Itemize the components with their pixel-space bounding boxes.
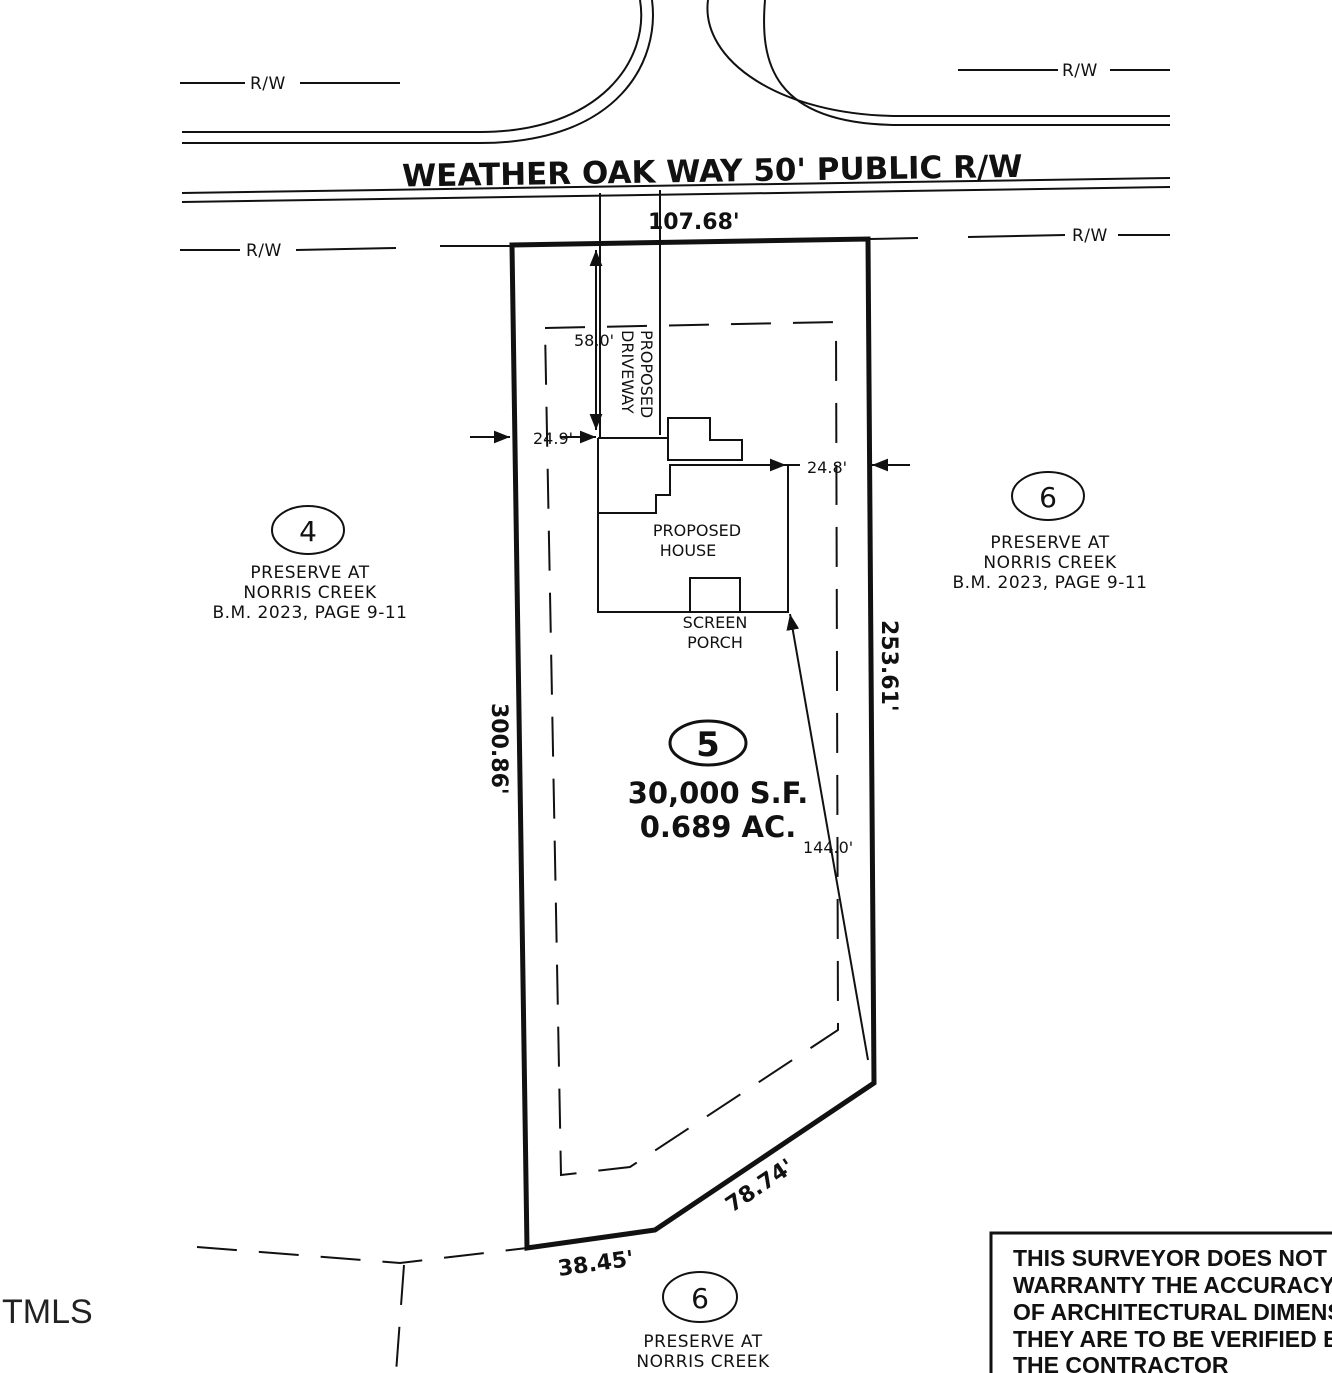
- neighbor-lot-circle: [662, 1271, 738, 1323]
- rw-label: R/W: [246, 241, 282, 261]
- house-label: PROPOSED: [653, 521, 741, 540]
- neighbor-lot-label: PRESERVE AT: [990, 533, 1109, 553]
- neighbor-lot-circle: [271, 505, 345, 555]
- rw-label: R/W: [1062, 61, 1098, 81]
- lot-boundary: [509, 236, 877, 1251]
- dimension-arrows: [470, 250, 910, 1061]
- porch-label: SCREEN: [683, 613, 748, 632]
- rw-label: R/W: [1072, 226, 1108, 246]
- neighbor-lot-label: PRESERVE AT: [250, 563, 369, 583]
- rear-southeast-dimension: 78.74': [721, 1155, 798, 1218]
- intersection-curves: [182, 0, 1170, 144]
- neighbor-lot-label: NORRIS CREEK: [243, 583, 377, 603]
- disclaimer-line: THEY ARE TO BE VERIFIED BY: [1013, 1326, 1332, 1352]
- street-name: WEATHER OAK WAY 50' PUBLIC R/W: [402, 149, 1023, 195]
- east-side-dimension: 253.61': [876, 620, 901, 712]
- disclaimer-line: THE CONTRACTOR: [1013, 1352, 1229, 1373]
- neighbor-lot-number: 6: [1039, 481, 1057, 514]
- rear-setback-dimension: 144.0': [803, 838, 853, 857]
- west-side-dimension: 300.86': [486, 703, 511, 795]
- right-of-way-lines: [180, 69, 1170, 251]
- neighbor-lot-number: 6: [691, 1282, 709, 1315]
- screen-porch: [689, 577, 741, 613]
- driveway-label: DRIVEWAY: [618, 330, 637, 414]
- rw-label: R/W: [250, 74, 286, 94]
- rear-south-dimension: 38.45': [556, 1247, 635, 1282]
- disclaimer-line: WARRANTY THE ACCURACY: [1013, 1272, 1332, 1298]
- neighbor-lot-number: 4: [299, 515, 317, 548]
- neighbor-lot-label: PRESERVE AT: [643, 1332, 762, 1352]
- mls-watermark: TMLS: [2, 1293, 93, 1331]
- lot-area-acres: 0.689 AC.: [640, 810, 797, 844]
- front-setback-dimension: 58.0': [574, 331, 614, 350]
- right-setback-dimension: 24.8': [807, 458, 847, 477]
- left-setback-dimension: 24.9': [533, 429, 573, 448]
- house-footprint: [597, 417, 789, 613]
- neighbor-lot-label: B.M. 2023, PAGE 9-11: [952, 573, 1147, 593]
- lot-number-circle: [668, 719, 748, 767]
- building-setback-line: [543, 320, 840, 1177]
- disclaimer-line: THIS SURVEYOR DOES NOT: [1013, 1245, 1327, 1271]
- neighbor-lot-label: NORRIS CREEK: [983, 553, 1117, 573]
- neighbor-lot-label: B.M. 2023, PAGE 9-11: [212, 603, 407, 623]
- neighbor-lot-circle: [1011, 471, 1085, 521]
- street-edges: [181, 177, 1171, 203]
- driveway-label: PROPOSED: [637, 330, 656, 418]
- porch-label: PORCH: [687, 633, 743, 652]
- disclaimer-line: OF ARCHITECTURAL DIMENSIONS: [1013, 1299, 1332, 1325]
- neighbor-lot-label: NORRIS CREEK: [636, 1352, 770, 1372]
- surveyor-disclaimer: THIS SURVEYOR DOES NOT WARRANTY THE ACCU…: [989, 1231, 1332, 1373]
- house-label: HOUSE: [660, 541, 717, 560]
- adjacent-lot-lines: [196, 1246, 528, 1373]
- lot-number: 5: [696, 725, 720, 765]
- lot-area-sf: 30,000 S.F.: [628, 776, 808, 810]
- frontage-dimension: 107.68': [648, 210, 740, 235]
